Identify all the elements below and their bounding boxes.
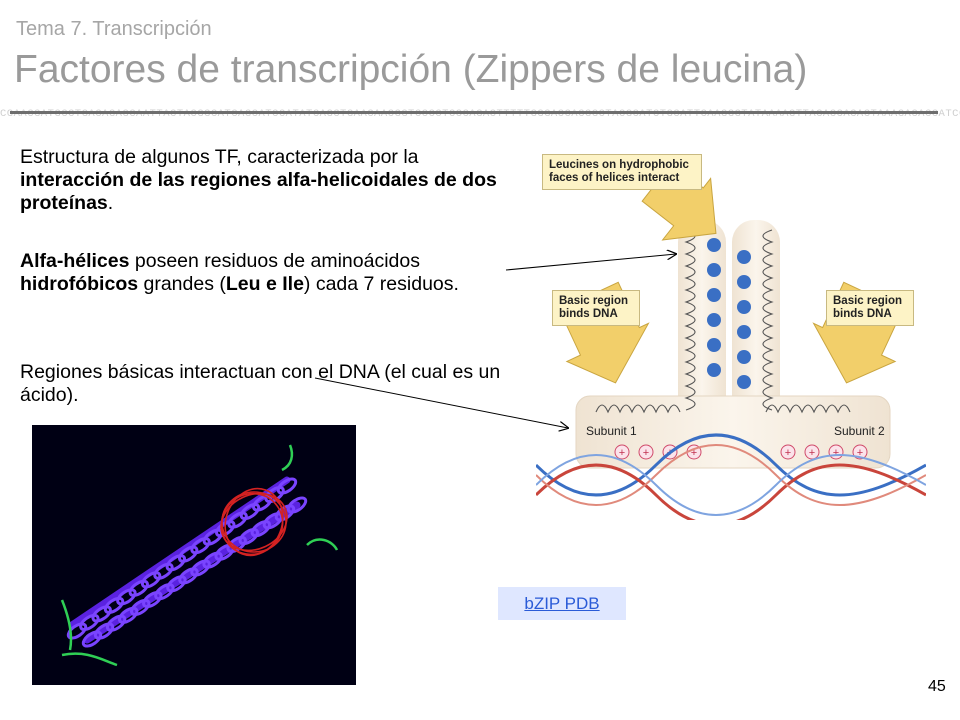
page-number: 45 [928,678,946,695]
p1-lead: Estructura de algunos TF, caracterizada … [20,146,419,168]
helix-coil [116,588,137,606]
leucine-dot [707,363,721,377]
plus-charge [638,444,654,460]
protein-ribbon [60,444,339,667]
helix-coil [276,477,298,495]
helix-coil [81,630,103,648]
helix-coil [153,562,174,580]
helix-coil [190,537,211,555]
bzip-protein-structure-image [32,425,356,685]
helix-coil [103,596,125,614]
p2-bold2: hidrofóbicos [20,273,139,295]
dna-ribbon-red [220,487,288,557]
paragraph-structure: Estructura de algunos TF, caracterizada … [20,146,520,215]
helix-coil [66,622,88,640]
label-subunit-1: Subunit 1 [586,424,637,438]
plus-sign: + [809,447,815,459]
leucine-residues [707,238,751,389]
title-divider [10,111,938,114]
dna-double-helix [534,433,927,527]
p1-bold: interacción de las regiones alfa-helicoi… [20,169,497,214]
helix-coil [166,575,187,593]
helix-coil [177,545,199,563]
plus-sign: + [619,447,625,459]
paragraph-basic-regions: Regiones básicas interactuan con el DNA … [20,361,520,407]
slide-subtitle: Tema 7. Transcripción [16,18,212,40]
leucine-dot [737,300,751,314]
slide-title: Factores de transcripción (Zippers de le… [14,48,808,91]
helix-coil [117,606,139,624]
leucine-dot [737,275,751,289]
leucine-dot [737,350,751,364]
helix-coil [91,605,112,623]
p1-tail: . [107,192,114,214]
plus-charge [614,444,630,460]
helix-coil [286,496,308,514]
helix-coil [227,511,248,529]
helix-loops [595,229,851,414]
helix-coil [130,598,151,617]
leucine-dot [707,338,721,352]
p2-bold1: Alfa-hélices [20,250,130,272]
plus-sign: + [785,447,791,459]
helix-coil [250,520,272,538]
leucine-zipper-diagram: ++++++++ Leucines on hydrophobic faces o… [534,150,927,527]
helix-coil [252,494,273,512]
label-leucines: Leucines on hydrophobic faces of helices… [542,154,702,190]
p3-text: Regiones básicas interactuan con el DNA … [20,361,501,406]
helix-coil [239,503,261,521]
leucine-dot [737,325,751,339]
p2-tail: ) cada 7 residuos. [303,273,459,295]
label-subunit-2: Subunit 2 [834,424,885,438]
p2-mid2: grandes ( [138,273,226,295]
leucine-dot [737,375,751,389]
helix-coil [178,567,199,585]
protein-termini [60,444,339,667]
helix-coil [154,583,175,601]
plus-sign: + [643,447,649,459]
label-basic-left: Basic region binds DNA [552,290,640,326]
paragraph-alpha-helices: Alfa-hélices poseen residuos de aminoáci… [20,250,520,296]
label-basic-right: Basic region binds DNA [826,290,914,326]
leucine-dot [707,288,721,302]
bzip-pdb-link[interactable]: bZIP PDB [498,587,626,620]
helix-coil [238,527,259,546]
helix-coil [202,551,223,569]
helix-coil [93,622,115,640]
plus-charge [852,444,868,460]
p2-mid1: poseen residuos de aminoácidos [129,250,420,272]
plus-sign: + [691,447,697,459]
helix-coil [105,614,127,632]
helix-coil [140,571,162,589]
helix-tube-2 [732,220,780,420]
leucine-dot [707,238,721,252]
annotation-arrows [558,162,904,384]
leucine-zipper-illustration: ++++++++ [534,162,927,527]
plus-sign: + [833,447,839,459]
plus-charge [804,444,820,460]
leucine-dot [707,263,721,277]
helix-coil [190,559,211,577]
plus-sign: + [857,447,863,459]
plus-charge [780,444,796,460]
helix-coil [128,579,149,597]
p2-bold3: Leu e Ile [225,273,304,295]
helix-coil [79,613,100,632]
leucine-dot [737,250,751,264]
helix-coil [165,554,187,572]
leucine-dot [707,313,721,327]
helix-coil [142,591,163,609]
